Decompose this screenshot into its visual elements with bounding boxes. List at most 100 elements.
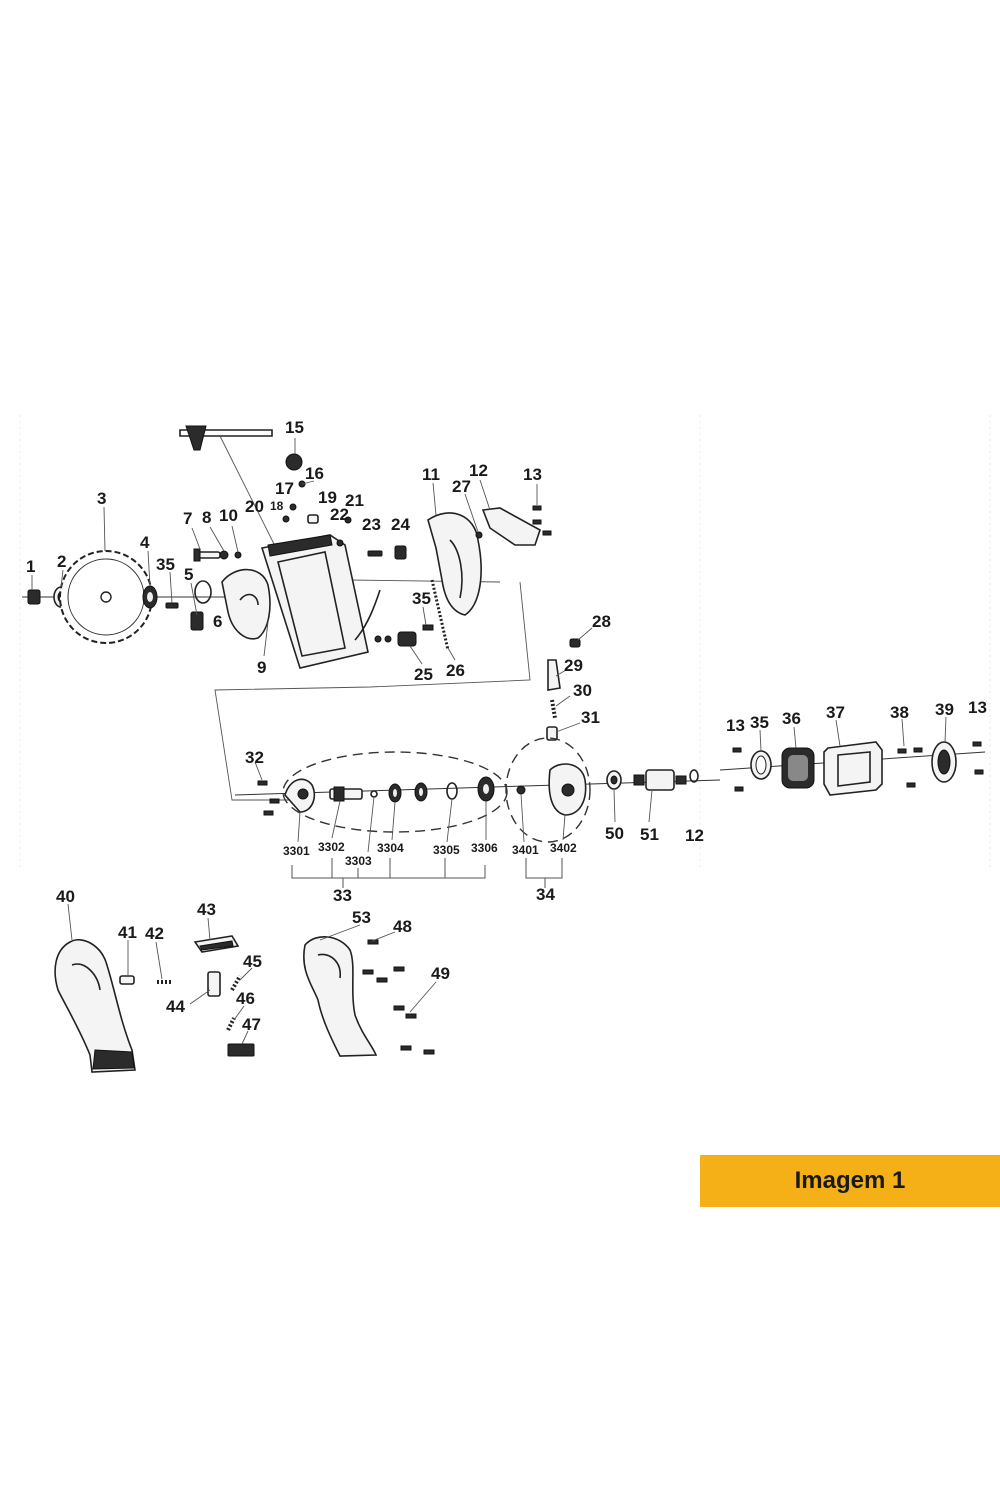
label-18: 18 [270, 499, 284, 513]
gear-part-3306 [477, 776, 495, 802]
lead-28 [577, 627, 593, 641]
lead-44 [189, 989, 211, 1005]
block-part-31 [546, 726, 558, 741]
lead-35b [422, 606, 427, 626]
trigger-part-41 [119, 975, 135, 985]
cover-part-3301 [284, 778, 316, 813]
rod-lead-line [219, 435, 283, 561]
label-2: 2 [57, 552, 66, 571]
lead-48 [371, 931, 396, 942]
lead-38 [901, 718, 905, 747]
label-17: 17 [275, 479, 294, 498]
label-3: 3 [97, 489, 106, 508]
lead-3304 [391, 801, 396, 841]
lead-3305 [446, 798, 453, 843]
nut-part-24 [394, 545, 407, 560]
bearing-part-50 [606, 770, 622, 790]
screws-part-49 [393, 1005, 435, 1055]
label-1: 1 [26, 557, 35, 576]
label-44: 44 [166, 997, 185, 1016]
screw-part-23 [367, 550, 383, 557]
label-47: 47 [242, 1015, 261, 1034]
washer-part-10 [234, 551, 242, 559]
label-35a: 35 [156, 555, 175, 574]
lead-9 [263, 621, 269, 657]
label-43: 43 [197, 900, 216, 919]
lead-27 [464, 493, 479, 533]
lead-10 [231, 525, 239, 553]
label-24: 24 [391, 515, 410, 534]
handle-housing-part-53 [303, 936, 378, 1057]
lead-7 [191, 527, 201, 550]
label-51: 51 [640, 825, 659, 844]
label-37: 37 [826, 703, 845, 722]
lead-50 [613, 788, 616, 823]
screw-part-27 [475, 531, 483, 539]
label-4: 4 [140, 533, 150, 552]
upper-guard-part-11 [427, 512, 482, 616]
label-5: 5 [184, 565, 193, 584]
label-3306: 3306 [471, 841, 498, 855]
lead-49 [409, 981, 437, 1013]
washer-part-8 [219, 550, 229, 560]
label-3304: 3304 [377, 841, 404, 855]
label-3401: 3401 [512, 843, 539, 857]
lead-5 [190, 582, 198, 616]
switch-part-44 [207, 971, 221, 997]
label-32: 32 [245, 748, 264, 767]
label-53: 53 [352, 908, 371, 927]
lead-37 [835, 719, 841, 747]
lead-11 [432, 482, 437, 516]
end-cap-part-39 [931, 741, 957, 783]
terminal-part-47 [227, 1043, 255, 1057]
lead-43 [207, 917, 211, 941]
label-23: 23 [362, 515, 381, 534]
spring-part-30 [550, 699, 557, 719]
ring-part-5 [194, 580, 212, 604]
label-12a: 12 [469, 461, 488, 480]
screw-part-18 [282, 515, 290, 523]
label-16: 16 [305, 464, 324, 483]
ring-part-3303 [370, 790, 378, 798]
label-38: 38 [890, 703, 909, 722]
label-12b: 12 [685, 826, 704, 845]
label-26: 26 [446, 661, 465, 680]
bearing-part-12 [689, 769, 699, 783]
lead-16 [301, 480, 315, 485]
bearing-part-3304 [388, 783, 402, 803]
lead-3401 [520, 793, 525, 843]
label-13c: 13 [968, 698, 987, 717]
group-34-outline [505, 737, 591, 843]
label-41: 41 [118, 923, 137, 942]
screws-part-38 [897, 747, 923, 788]
label-50: 50 [605, 824, 624, 843]
lead-51 [648, 789, 653, 823]
depth-rod-part-20 [179, 425, 273, 451]
label-3303: 3303 [345, 854, 372, 868]
knob-part-25 [374, 631, 417, 647]
screw-part-17 [289, 503, 297, 511]
lead-30 [555, 695, 571, 707]
lead-4 [147, 550, 151, 587]
switch-plate-part-43 [193, 935, 240, 953]
label-15: 15 [285, 418, 304, 437]
label-45: 45 [243, 952, 262, 971]
bearing-part-3401 [516, 785, 526, 795]
flange-part-4 [142, 585, 158, 609]
handle-housing-part-40 [54, 938, 136, 1073]
label-19: 19 [318, 488, 337, 507]
label-6: 6 [213, 612, 222, 631]
label-3301: 3301 [283, 844, 310, 858]
gear-housing-part-3402 [548, 763, 587, 816]
label-13b: 13 [726, 716, 745, 735]
base-plate [260, 534, 381, 669]
screw-part-13c [734, 786, 744, 792]
label-20: 20 [245, 497, 264, 516]
latch-part-29 [547, 659, 561, 691]
lead-32 [254, 761, 263, 781]
label-7: 7 [183, 509, 192, 528]
screws-part-32 [257, 780, 280, 816]
lead-31 [555, 722, 581, 733]
lead-26 [447, 647, 456, 661]
label-11: 11 [422, 465, 440, 484]
